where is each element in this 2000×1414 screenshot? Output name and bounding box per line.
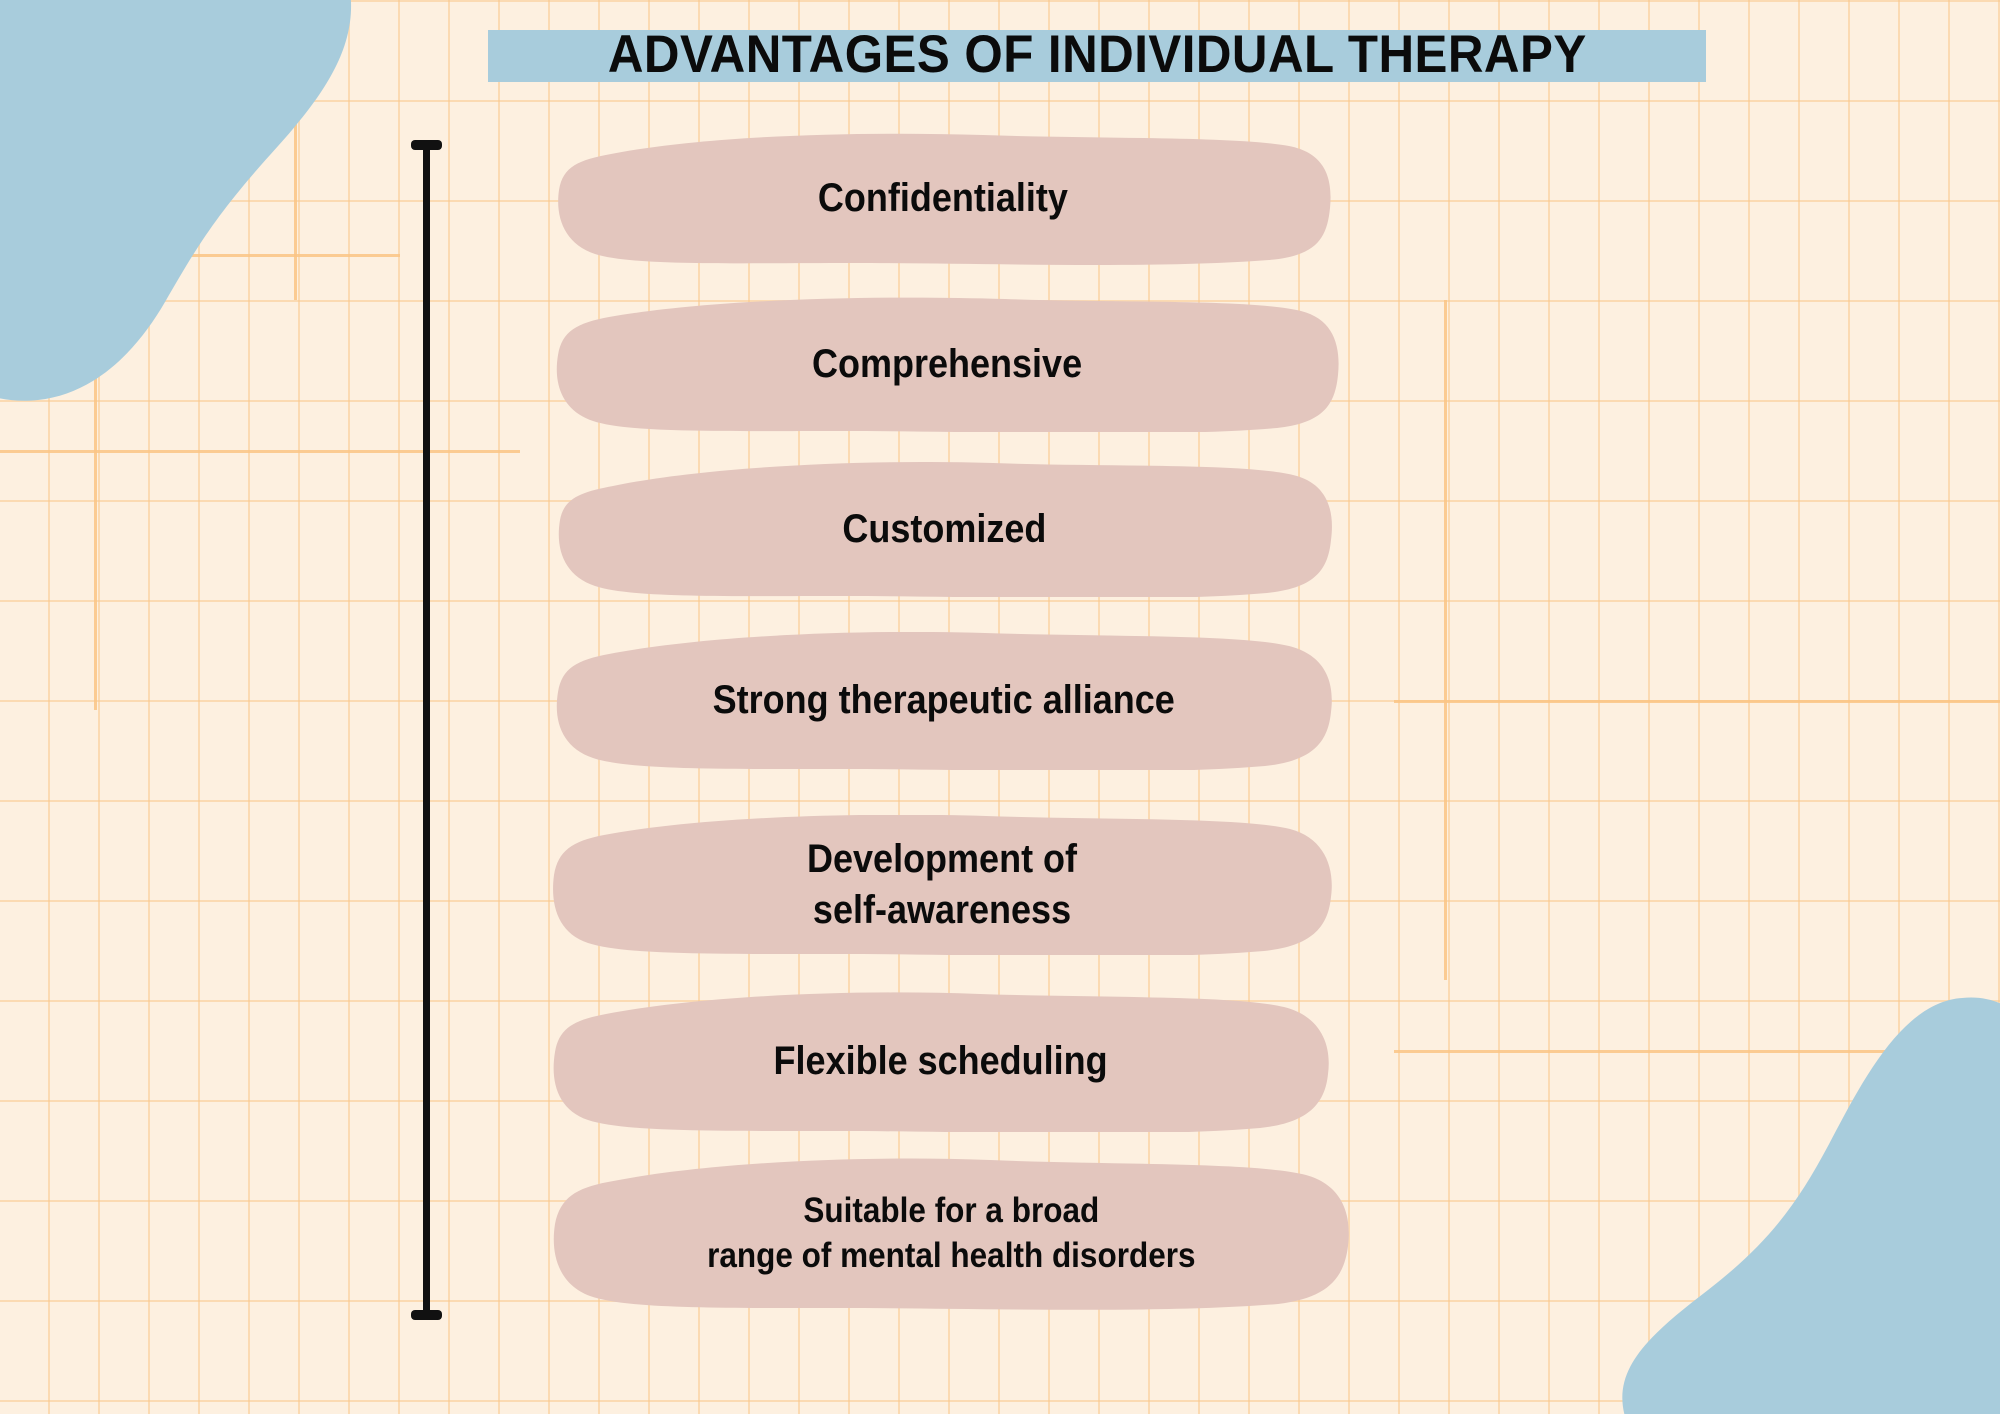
list-item-label: Strong therapeutic alliance bbox=[712, 678, 1176, 723]
list-item[interactable]: Confidentiality bbox=[553, 132, 1333, 265]
blue-blob-top-left-icon bbox=[0, 0, 351, 401]
list-item-label: Suitable for a broad range of mental hea… bbox=[706, 1191, 1196, 1275]
vertical-range-bracket bbox=[411, 140, 442, 1320]
page-title-text: ADVANTAGES OF INDIVIDUAL THERAPY bbox=[607, 24, 1587, 84]
list-item[interactable]: Development of self-awareness bbox=[550, 815, 1335, 955]
pill-shape bbox=[553, 1158, 1349, 1310]
grid-accent-line bbox=[0, 450, 520, 453]
pill-shape bbox=[553, 815, 1332, 955]
pill-shape bbox=[558, 133, 1331, 265]
list-item-label: Development of self-awareness bbox=[807, 836, 1078, 932]
grid-accent-line bbox=[94, 150, 97, 710]
pill-shape bbox=[553, 992, 1329, 1132]
grid-accent-line bbox=[0, 254, 400, 257]
list-item-label: Confidentiality bbox=[817, 175, 1069, 220]
pill-shape bbox=[556, 632, 1332, 770]
list-item-label: Customized bbox=[841, 506, 1047, 551]
list-item-label: Flexible scheduling bbox=[773, 1039, 1109, 1084]
list-item[interactable]: Flexible scheduling bbox=[550, 992, 1332, 1132]
blue-blob-bottom-right-icon bbox=[1622, 997, 2000, 1414]
list-item[interactable]: Customized bbox=[553, 462, 1335, 597]
grid-accent-line bbox=[1444, 300, 1447, 980]
list-item[interactable]: Suitable for a broad range of mental hea… bbox=[550, 1158, 1352, 1310]
pill-shape bbox=[558, 462, 1332, 597]
list-item-label: Comprehensive bbox=[811, 341, 1083, 386]
grid-accent-line bbox=[294, 0, 297, 300]
grid-accent-line bbox=[1394, 1050, 2000, 1053]
list-item[interactable]: Comprehensive bbox=[553, 297, 1341, 432]
list-item[interactable]: Strong therapeutic alliance bbox=[553, 632, 1335, 770]
title-highlight-band bbox=[488, 30, 1706, 82]
page-title: ADVANTAGES OF INDIVIDUAL THERAPY bbox=[488, 24, 1706, 84]
grid-accent-line bbox=[1394, 700, 2000, 703]
pill-shape bbox=[556, 297, 1339, 432]
